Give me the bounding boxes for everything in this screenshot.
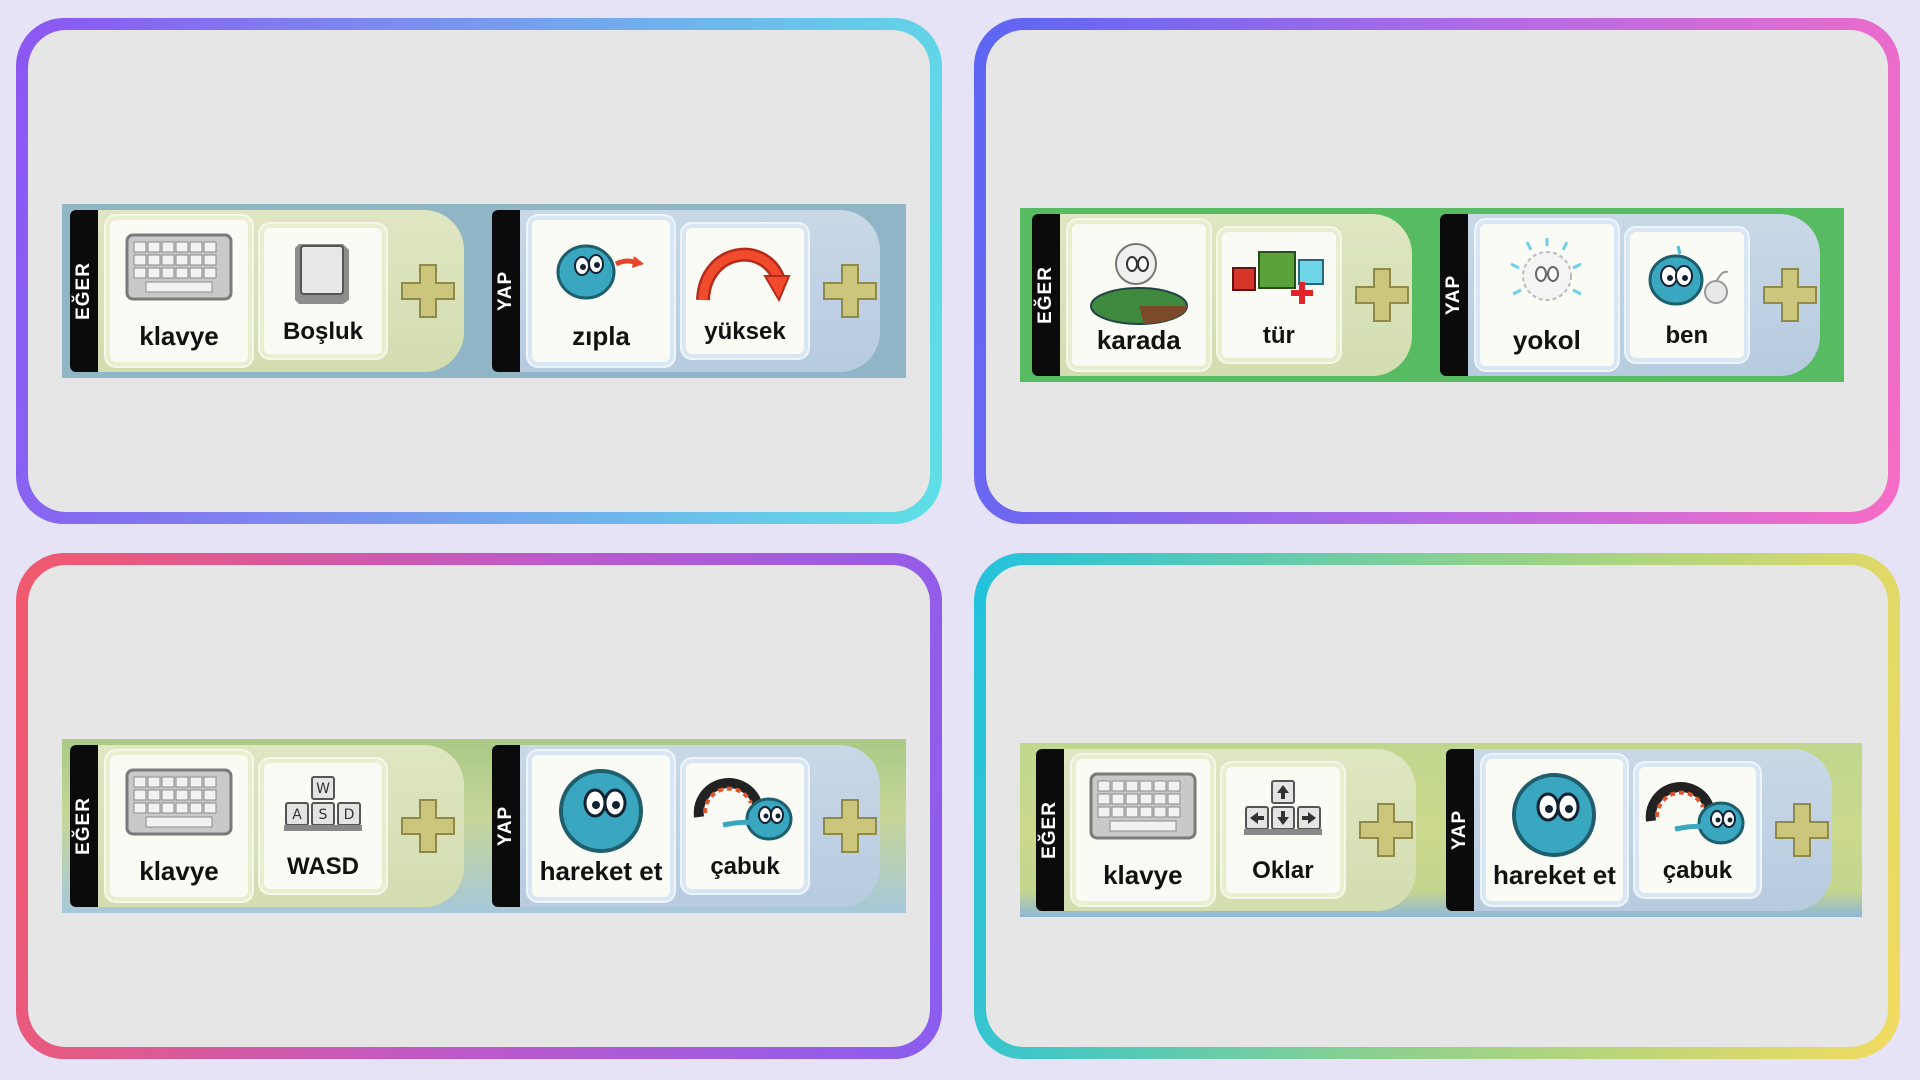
me-icon [1648, 245, 1729, 306]
plus-icon [1355, 268, 1409, 322]
wasd-keys-icon: W A S D [284, 776, 362, 831]
tile-type[interactable]: tür [1217, 228, 1340, 362]
tile-move[interactable]: hareket et [1482, 755, 1627, 905]
do-tag: YAP [1440, 214, 1468, 376]
tile-on-ground[interactable]: karada [1068, 220, 1210, 370]
tile-label: zıpla [572, 321, 630, 351]
tile-label: ben [1665, 322, 1709, 349]
key-d: D [344, 807, 355, 823]
do-section: YAP yokol [1440, 214, 1820, 376]
keyboard-icon [125, 233, 233, 301]
tile-label: çabuk [1662, 857, 1733, 884]
add-action-button[interactable] [820, 796, 880, 856]
tile-keyboard[interactable]: klavye [1072, 755, 1214, 905]
tile-label: çabuk [710, 853, 780, 880]
do-section: YAP hareket et [492, 745, 880, 907]
tile-label: WASD [287, 853, 359, 880]
kode-rule-3: EĞER klavye [62, 739, 906, 913]
tile-quick[interactable]: çabuk [1634, 763, 1760, 897]
keyboard-icon [125, 768, 233, 836]
tile-spacebar[interactable]: Boşluk [260, 224, 386, 358]
when-tag: EĞER [1036, 749, 1064, 911]
plus-icon [823, 799, 877, 853]
when-section: EĞER klavye [1036, 749, 1416, 911]
plus-icon [401, 799, 455, 853]
tile-move[interactable]: hareket et [528, 751, 674, 901]
do-tag: YAP [492, 745, 520, 907]
rule-card-2: EĞER karada [974, 18, 1900, 524]
tile-label: klavye [139, 856, 219, 886]
tile-label: Oklar [1252, 857, 1314, 884]
key-s: S [319, 807, 328, 823]
quick-speed-icon [1646, 782, 1745, 845]
move-icon [559, 769, 643, 853]
tile-label: karada [1096, 325, 1181, 355]
add-condition-button[interactable] [1352, 265, 1412, 325]
do-tag: YAP [492, 210, 520, 372]
move-icon [1512, 773, 1597, 857]
kode-rule-2: EĞER karada [1020, 208, 1844, 382]
tile-jump[interactable]: zıpla [528, 216, 674, 366]
add-action-button[interactable] [820, 261, 880, 321]
do-tag: YAP [1446, 749, 1474, 911]
tile-label: yüksek [704, 318, 786, 345]
tile-label: hareket et [539, 856, 663, 886]
tile-label: klavye [1103, 860, 1183, 890]
tile-wasd[interactable]: W A S D WASD [260, 759, 386, 893]
when-tag: EĞER [1032, 214, 1060, 376]
plus-icon [1359, 803, 1413, 857]
tile-label: yokol [1512, 325, 1581, 355]
add-action-button[interactable] [1772, 800, 1832, 860]
tile-arrows[interactable]: Oklar [1221, 763, 1344, 897]
key-a: A [292, 807, 302, 823]
add-condition-button[interactable] [398, 261, 458, 321]
keyboard-icon [1089, 772, 1197, 840]
tile-label: Boşluk [282, 318, 363, 345]
do-section: YAP hareket et [1446, 749, 1832, 911]
kode-rule-4: EĞER klavye [1020, 743, 1862, 917]
plus-icon [1775, 803, 1829, 857]
rule-card-1: EĞER klavye [16, 18, 942, 524]
key-w: W [316, 781, 330, 797]
tile-label: klavye [139, 321, 219, 351]
plus-icon [823, 264, 877, 318]
type-blocks-icon [1231, 251, 1324, 304]
spacebar-key-icon [295, 244, 349, 304]
tile-label: hareket et [1493, 860, 1616, 890]
do-section: YAP zıpla yüksek [492, 210, 880, 372]
rule-card-4: EĞER klavye [974, 553, 1900, 1059]
vanish-icon [1510, 238, 1582, 301]
quick-speed-icon [693, 778, 793, 841]
high-arc-icon [696, 247, 791, 303]
tile-quick[interactable]: çabuk [682, 759, 808, 893]
plus-icon [1763, 268, 1817, 322]
on-ground-icon [1089, 243, 1188, 325]
tile-label: tür [1262, 322, 1295, 349]
rule-card-4-inner: EĞER klavye [986, 565, 1888, 1047]
tile-high[interactable]: yüksek [682, 224, 808, 358]
add-action-button[interactable] [1760, 265, 1820, 325]
arrow-keys-icon [1243, 780, 1322, 835]
when-tag: EĞER [70, 210, 98, 372]
when-section: EĞER klavye [70, 745, 464, 907]
add-condition-button[interactable] [398, 796, 458, 856]
kode-rule-1: EĞER klavye [62, 204, 906, 378]
tile-me[interactable]: ben [1625, 228, 1748, 362]
tile-keyboard[interactable]: klavye [106, 751, 252, 901]
rule-card-3: EĞER klavye [16, 553, 942, 1059]
rule-card-1-inner: EĞER klavye [28, 30, 930, 512]
when-tag: EĞER [70, 745, 98, 907]
rule-card-2-inner: EĞER karada [986, 30, 1888, 512]
tile-keyboard[interactable]: klavye [106, 216, 252, 366]
add-condition-button[interactable] [1356, 800, 1416, 860]
tile-vanish[interactable]: yokol [1476, 220, 1618, 370]
rule-card-3-inner: EĞER klavye [28, 565, 930, 1047]
when-section: EĞER klavye [70, 210, 464, 372]
plus-icon [401, 264, 455, 318]
jump-icon [556, 244, 644, 300]
when-section: EĞER karada [1032, 214, 1412, 376]
